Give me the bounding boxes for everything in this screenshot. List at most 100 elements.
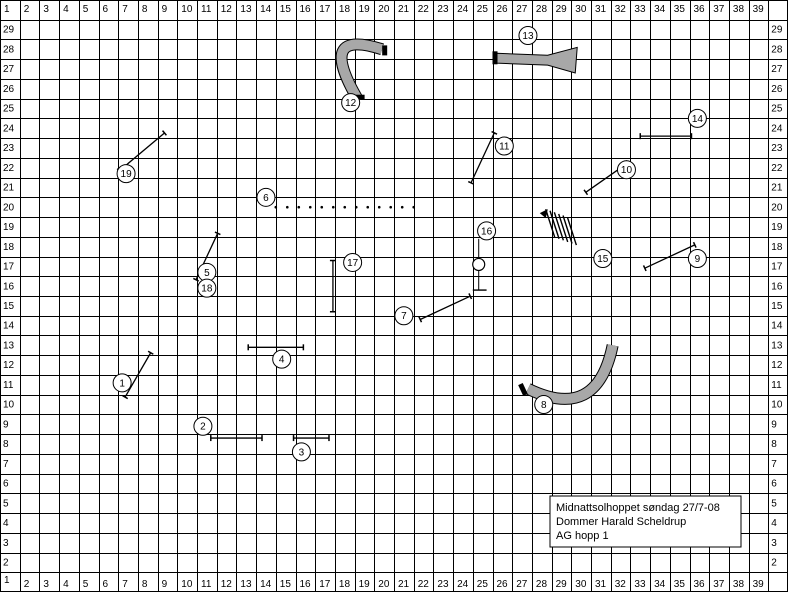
obstacle-number-circle [477,221,497,241]
top-axis-label: 2 [24,4,30,15]
top-axis-label: 17 [319,4,331,15]
right-axis-label: 12 [771,360,783,371]
top-axis-label: 35 [674,4,686,15]
left-axis-label: 2 [3,558,9,569]
jump-wing [192,277,200,282]
jump-bar [644,244,696,269]
bottom-corner-label: 1 [4,575,10,586]
bottom-axis-label: 22 [418,579,430,590]
right-axis-label: 27 [771,64,783,75]
obstacle-number-circle [291,442,311,462]
top-axis-label: 33 [634,4,646,15]
top-axis-label: 21 [398,4,410,15]
top-axis-label: 27 [516,4,528,15]
obstacle-number-text: 10 [621,165,633,176]
top-axis-label: 30 [575,4,587,15]
top-axis-label: 13 [240,4,252,15]
obstacle-16-tire [472,238,487,291]
top-axis-label: 1 [4,4,10,15]
obstacle-number-text: 19 [121,169,133,180]
weave-pole [566,216,578,246]
right-axis-label: 17 [771,262,783,273]
bottom-axis-label: 15 [280,579,292,590]
obstacle-number-circle [593,249,613,269]
right-axis-label: 20 [771,202,783,213]
tunnel-body [336,39,384,104]
left-axis-label: 25 [3,104,15,115]
left-axis-label: 9 [3,419,9,430]
right-axis-label: 13 [771,340,783,351]
left-axis-label: 10 [3,400,15,411]
tunnel-marker-dot [285,205,289,209]
bottom-axis-label: 13 [240,579,252,590]
obstacle-number-6: 6 [256,187,276,207]
obstacle-number-2: 2 [193,416,213,436]
top-axis-label: 37 [713,4,725,15]
top-axis-label: 34 [654,4,666,15]
obstacle-17-jump [329,259,336,313]
right-axis-label: 28 [771,44,783,55]
bottom-axis-label: 39 [753,579,765,590]
top-axis-label: 26 [497,4,509,15]
bottom-axis-label: 37 [713,579,725,590]
top-axis-label: 29 [556,4,568,15]
obstacle-14-jump [639,133,693,140]
right-axis-label: 29 [771,25,783,36]
left-axis-label: 13 [3,340,15,351]
top-axis-label: 28 [536,4,548,15]
tunnel-entry [382,45,388,56]
obstacle-8-tunnel-curve [518,344,619,405]
left-axis-label: 26 [3,84,15,95]
right-axis-label: 23 [771,143,783,154]
bottom-axis-label: 25 [477,579,489,590]
obstacle-number-text: 15 [597,254,609,265]
jump-wing [642,265,647,272]
bottom-axis-label: 4 [63,579,69,590]
bottom-axis-label: 5 [83,579,89,590]
jump-wing [491,130,498,135]
left-axis-label: 14 [3,321,15,332]
obstacle-number-text: 2 [200,422,206,433]
left-axis-label: 6 [3,479,9,490]
jump-wing [692,241,697,248]
tunnel-marker-dot [389,205,393,209]
jump-wing [468,293,473,300]
tunnel-marker-dot [366,205,370,209]
jump-wing [583,189,589,196]
top-axis-label: 15 [280,4,292,15]
top-axis-label: 19 [359,4,371,15]
obstacle-number-19: 19 [116,164,136,184]
right-axis-label: 14 [771,321,783,332]
bottom-axis-label: 29 [556,579,568,590]
jump-bar [124,352,152,398]
weave-pole [545,208,556,238]
bottom-axis-label: 14 [260,579,272,590]
tunnel-marker-dot [331,205,335,209]
obstacle-number-1: 1 [112,373,132,393]
top-axis-label: 24 [457,4,469,15]
tunnel-marker-dot [297,205,301,209]
right-axis-label: 11 [771,380,782,391]
right-axis-label: 5 [771,498,777,509]
bottom-axis-label: 26 [497,579,509,590]
left-axis-label: 8 [3,439,9,450]
tunnel-marker-dot [412,205,416,209]
left-axis-label: 7 [3,459,9,470]
bottom-axis-label: 27 [516,579,528,590]
left-axis-label: 29 [3,25,15,36]
obstacle-13-chute [492,46,578,74]
bottom-axis-label: 16 [300,579,312,590]
bottom-axis-label: 2 [24,579,30,590]
top-axis-label: 25 [477,4,489,15]
chute-fabric [495,46,578,74]
right-axis-label: 22 [771,163,783,174]
info-judge: Dommer Harald Scheldrup [556,516,686,528]
obstacle-number-text: 12 [345,98,357,109]
obstacle-number-circle [687,108,707,128]
obstacle-number-circle [341,93,361,113]
jump-bar [470,132,495,184]
obstacle-number-circle [687,249,707,269]
obstacle-1-jump [122,350,154,400]
bottom-axis-label: 10 [181,579,193,590]
left-axis-label: 12 [3,360,15,371]
